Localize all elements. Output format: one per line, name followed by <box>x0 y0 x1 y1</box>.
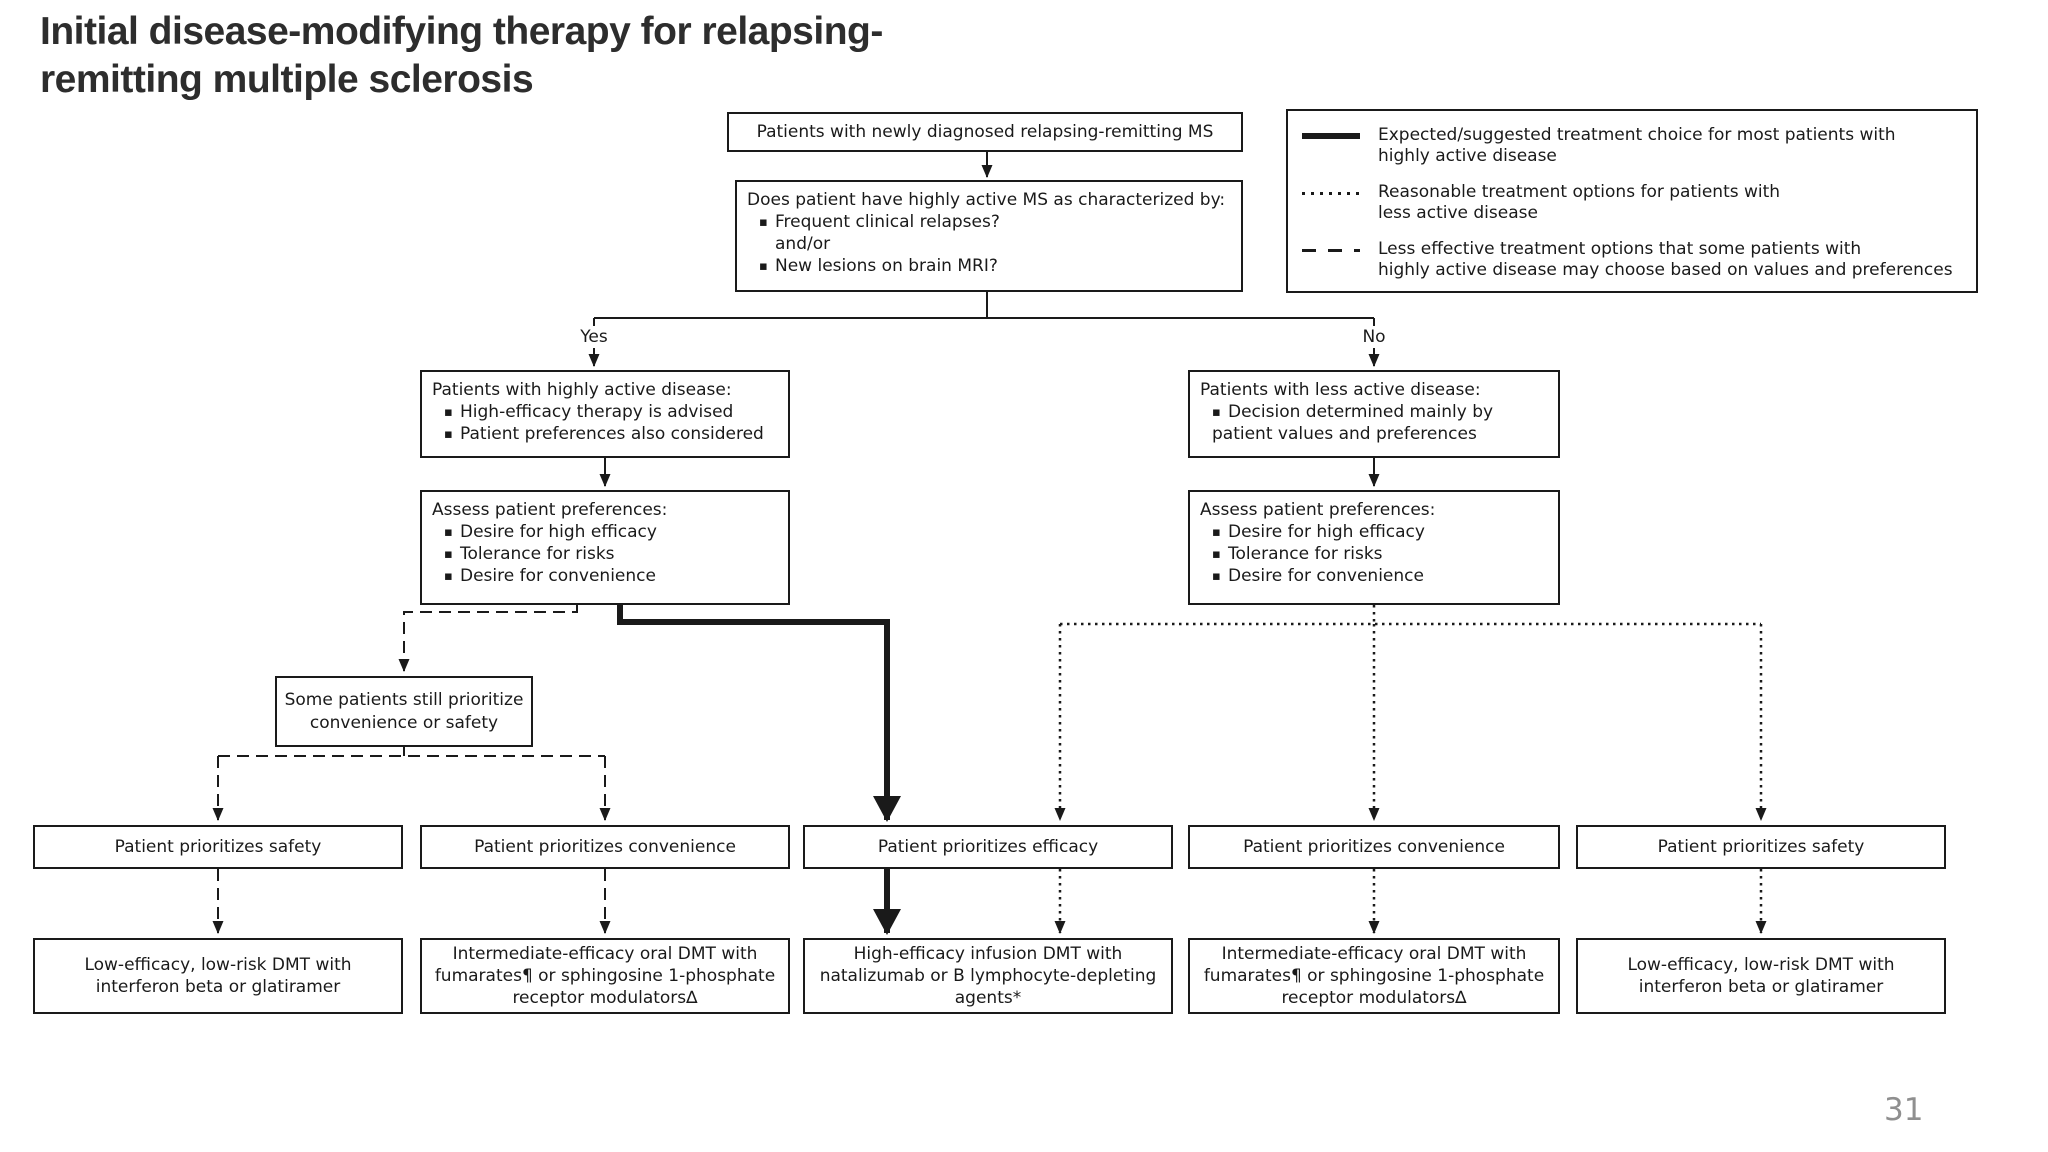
node-start-label: Patients with newly diagnosed relapsing-… <box>756 121 1214 142</box>
assess-left-bullet: Desire for high efficacy <box>444 521 778 543</box>
dotted-line-sample <box>1302 191 1360 195</box>
node-prioritizes-safety-right: Patient prioritizes safety <box>1576 825 1946 869</box>
legend-item-reasonable: Reasonable treatment options for patient… <box>1302 182 1964 225</box>
node-some-patients: Some patients still prioritize convenien… <box>275 676 533 747</box>
assess-left-bullet: Desire for convenience <box>444 565 778 587</box>
node-treatment-high: High-efficacy infusion DMT with natalizu… <box>803 938 1173 1014</box>
prioritizes-efficacy-label: Patient prioritizes efficacy <box>877 836 1099 857</box>
node-prioritizes-convenience-right: Patient prioritizes convenience <box>1188 825 1560 869</box>
page-number: 31 <box>1884 1092 1924 1128</box>
node-treatment-intermediate-right: Intermediate-efficacy oral DMT with fuma… <box>1188 938 1560 1014</box>
highly-active-bullet: High-efficacy therapy is advised <box>444 401 778 423</box>
question-bullet: Frequent clinical relapses? <box>759 211 1231 233</box>
node-less-active-list: Decision determined mainly by patient va… <box>1200 401 1548 445</box>
question-bullet: New lesions on brain MRI? <box>759 255 1231 277</box>
legend-label: Reasonable treatment options for patient… <box>1378 181 1781 223</box>
node-assess-right-list: Desire for high efficacy Tolerance for r… <box>1200 521 1548 587</box>
thick-solid-line-sample <box>1302 133 1360 139</box>
node-question-title: Does patient have highly active MS as ch… <box>747 190 1226 210</box>
node-treatment-low-left: Low-efficacy, low-risk DMT with interfer… <box>33 938 403 1014</box>
assess-right-bullet: Tolerance for risks <box>1212 543 1548 565</box>
node-question: Does patient have highly active MS as ch… <box>735 180 1243 292</box>
node-prioritizes-efficacy: Patient prioritizes efficacy <box>803 825 1173 869</box>
node-assess-right-title: Assess patient preferences: <box>1200 500 1436 520</box>
prioritizes-safety-left-label: Patient prioritizes safety <box>114 836 322 857</box>
branch-label-no: No <box>1346 326 1402 348</box>
node-highly-active-title: Patients with highly active disease: <box>432 380 732 400</box>
legend-item-expected: Expected/suggested treatment choice for … <box>1302 125 1964 168</box>
connector-thick-assess-to-efficacy <box>617 605 901 822</box>
connector-dotted-assess-split <box>1060 605 1761 626</box>
legend: Expected/suggested treatment choice for … <box>1286 109 1978 293</box>
node-assess-left-title: Assess patient preferences: <box>432 500 668 520</box>
prioritizes-convenience-left-label: Patient prioritizes convenience <box>474 836 736 857</box>
node-treatment-intermediate-left: Intermediate-efficacy oral DMT with fuma… <box>420 938 790 1014</box>
assess-left-bullet: Tolerance for risks <box>444 543 778 565</box>
node-prioritizes-safety-left: Patient prioritizes safety <box>33 825 403 869</box>
assess-right-bullet: Desire for convenience <box>1212 565 1548 587</box>
node-highly-active: Patients with highly active disease: Hig… <box>420 370 790 458</box>
node-less-active: Patients with less active disease: Decis… <box>1188 370 1560 458</box>
legend-item-less-effective: Less effective treatment options that so… <box>1302 239 1964 282</box>
connector-dashed-some-split <box>218 747 605 757</box>
node-assess-left-list: Desire for high efficacy Tolerance for r… <box>432 521 778 587</box>
legend-label: Less effective treatment options that so… <box>1378 238 1953 280</box>
prioritizes-safety-right-label: Patient prioritizes safety <box>1657 836 1865 857</box>
page-title: Initial disease-modifying therapy for re… <box>40 10 883 101</box>
highly-active-bullet: Patient preferences also considered <box>444 423 778 445</box>
node-highly-active-list: High-efficacy therapy is advised Patient… <box>432 401 778 445</box>
prioritizes-convenience-right-label: Patient prioritizes convenience <box>1243 836 1505 857</box>
node-assess-right: Assess patient preferences: Desire for h… <box>1188 490 1560 605</box>
node-treatment-low-right: Low-efficacy, low-risk DMT with interfer… <box>1576 938 1946 1014</box>
branch-label-yes: Yes <box>566 326 622 348</box>
connector-dashed-assess-to-some <box>398 605 578 672</box>
node-question-list: New lesions on brain MRI? <box>747 255 1231 277</box>
question-joiner: and/or <box>775 234 831 255</box>
node-assess-left: Assess patient preferences: Desire for h… <box>420 490 790 605</box>
dashed-line-sample <box>1302 248 1360 252</box>
connector-question-branch <box>594 292 1374 319</box>
less-active-bullet: Decision determined mainly by patient va… <box>1212 401 1548 445</box>
node-start: Patients with newly diagnosed relapsing-… <box>727 112 1243 152</box>
node-prioritizes-convenience-left: Patient prioritizes convenience <box>420 825 790 869</box>
node-less-active-title: Patients with less active disease: <box>1200 380 1481 400</box>
node-question-list: Frequent clinical relapses? <box>747 211 1231 233</box>
legend-label: Expected/suggested treatment choice for … <box>1378 125 1896 167</box>
assess-right-bullet: Desire for high efficacy <box>1212 521 1548 543</box>
